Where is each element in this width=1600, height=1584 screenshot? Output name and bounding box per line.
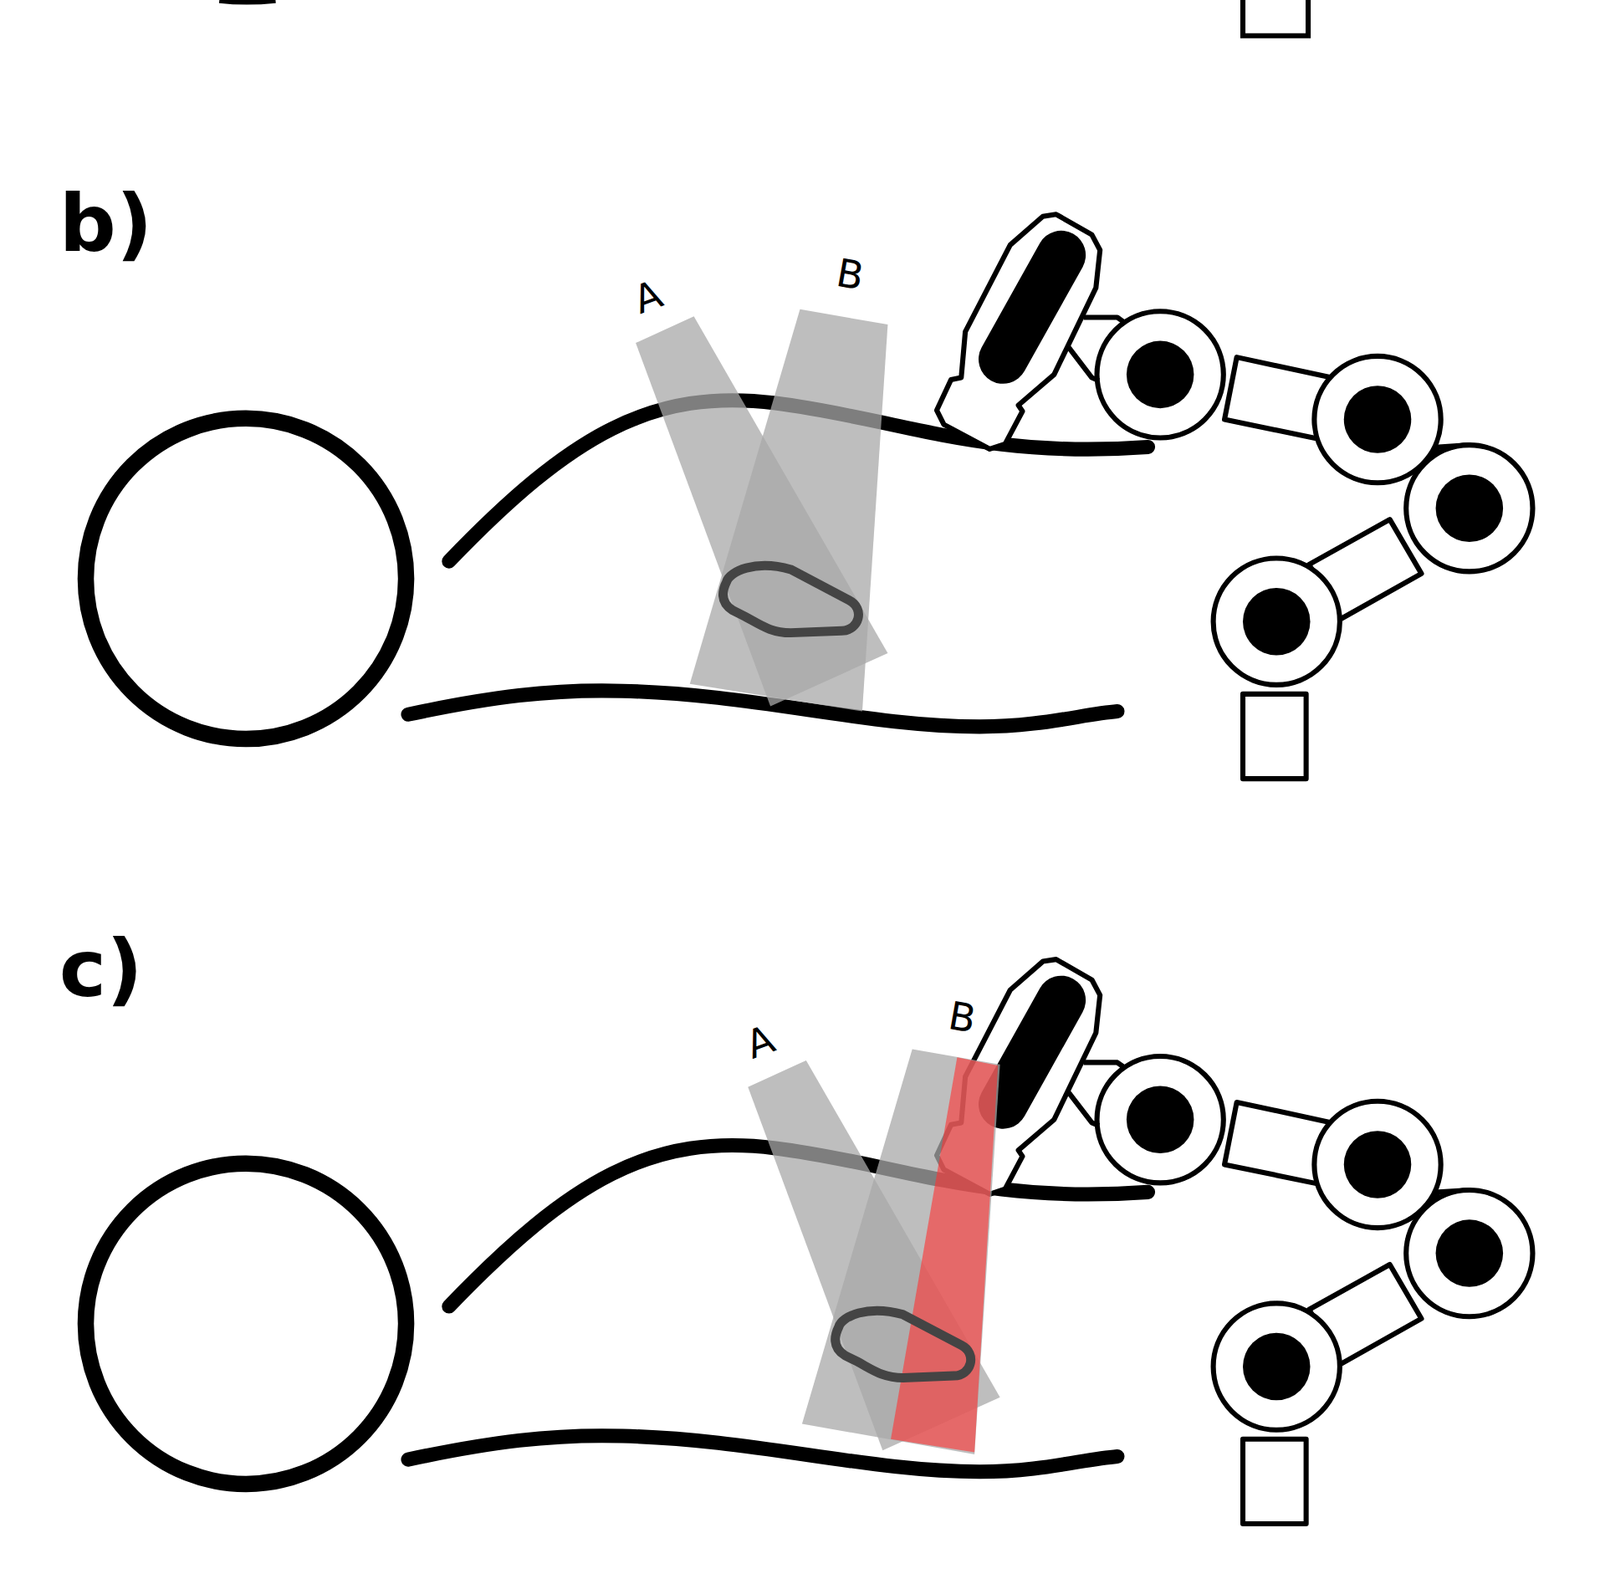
- beam-label: B: [833, 253, 867, 297]
- beam-label: A: [628, 274, 668, 320]
- beam-label: B: [945, 996, 979, 1039]
- panel-letter: b): [59, 184, 154, 264]
- panel-letter: c): [59, 929, 144, 1009]
- beam-label: A: [741, 1019, 780, 1065]
